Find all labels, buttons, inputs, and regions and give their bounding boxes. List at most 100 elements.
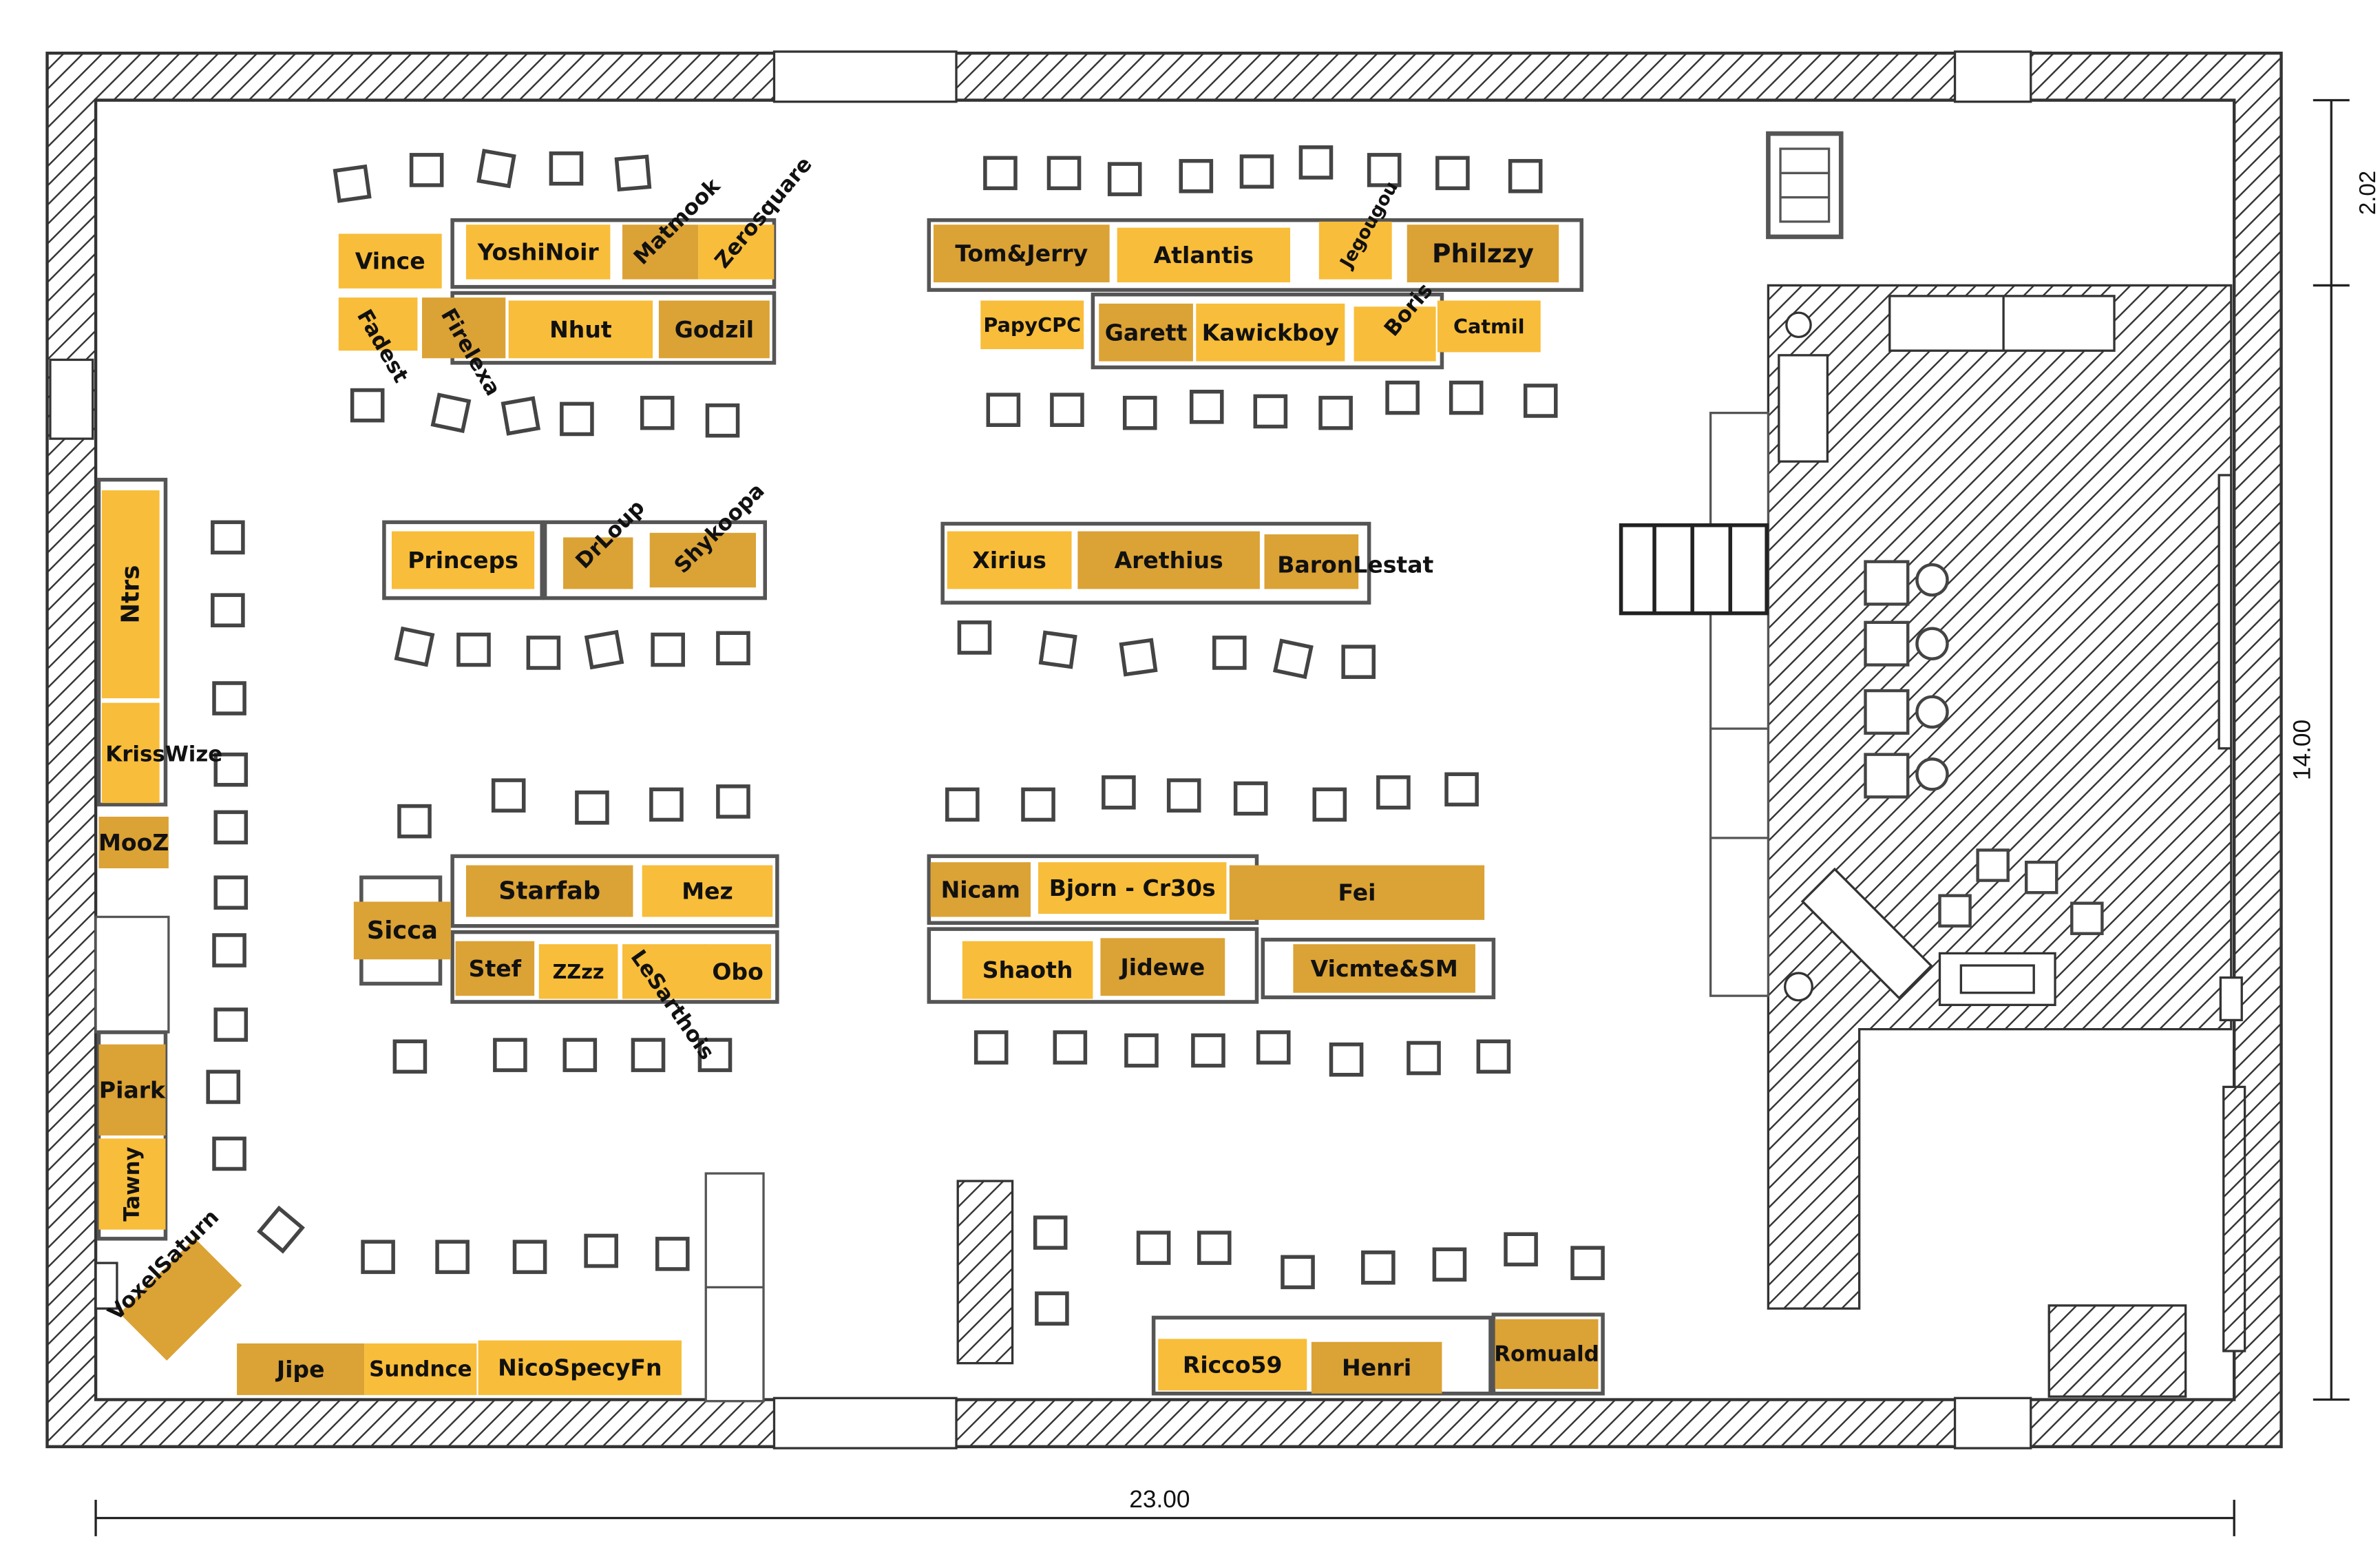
name-tag-box [642,865,773,917]
participant-name: Nhut [549,316,612,343]
chair [1444,772,1479,807]
participant-name: Starfab [498,877,600,906]
chair [649,787,684,822]
participant-name: Nicam [941,876,1020,903]
name-tag-fadest: Fadest [338,297,418,387]
name-tag-box [1354,306,1436,362]
name-tag-xirius: Xirius [947,531,1072,589]
chair [333,164,372,203]
name-tag-vicmte: Vicmte&SM [1293,944,1475,993]
chair [212,681,246,715]
name-tag-henri: Henri [1311,1341,1442,1394]
chair [575,790,609,825]
name-tag-box [101,490,160,699]
name-tag-zzzz: ZZzz [538,944,618,999]
participant-name: Jidewe [1119,954,1205,981]
participant-name: Bjorn - Cr30s [1049,875,1216,901]
name-tag-box [1407,224,1559,283]
chair [1312,787,1347,822]
name-tag-piark: Piark [98,1044,166,1136]
participant-name: Ntrs [116,565,145,624]
name-tag-zerosquare: Zerosquare [698,152,817,280]
chair [986,393,1021,428]
name-tag-box [465,865,633,917]
name-tag-box [478,1340,682,1395]
chair [973,1030,1009,1065]
chair [1385,380,1420,415]
participant-name: Xirius [972,547,1046,574]
name-tag-box [237,1343,365,1395]
name-tag-box [338,297,418,351]
name-tag-box [1038,862,1227,914]
door-left-lower [94,1262,118,1310]
chair [1504,1232,1538,1267]
chair [350,388,385,423]
participant-name: Princeps [408,547,518,574]
participant-name: ZZzz [553,960,604,983]
name-tag-philzzy: Philzzy [1407,224,1559,283]
chair [213,810,249,845]
door-top-right [1953,50,2032,103]
name-tag-ntrs: Ntrs [101,490,160,699]
chair [640,395,675,430]
chair [1361,1250,1396,1285]
name-tag-box [98,1138,166,1230]
chair [614,154,652,192]
participant-name: Romuald [1494,1341,1599,1366]
chair [501,396,541,436]
name-tag-box [1264,534,1359,589]
name-tag-box [465,224,611,280]
chair [1136,1231,1171,1265]
chair [1432,1247,1467,1282]
participant-name: Tawny [120,1147,145,1222]
chair [1329,1042,1364,1077]
name-tag-drloup: DrLoup [563,495,650,589]
chair [456,632,491,667]
chair [1189,390,1224,424]
name-tag-box [933,224,1110,283]
name-tag-nicam: Nicam [930,862,1031,917]
name-tag-box [1311,1341,1442,1394]
chair [655,1237,690,1271]
participant-name: Kawickboy [1202,319,1339,346]
chair [1318,395,1353,430]
name-tag-nicospecyfn: NicoSpecyFn [478,1340,682,1395]
chair [1033,1215,1068,1250]
participant-name: Piark [99,1076,166,1103]
name-tag-bjorn: Bjorn - Cr30s [1038,862,1227,914]
chair [1021,787,1055,822]
name-tag-box [338,233,442,289]
participant-name: Henri [1342,1354,1411,1381]
name-tag-box [391,531,535,589]
name-tag-box [962,941,1093,999]
chair [983,156,1018,191]
name-tag-box [658,300,770,359]
participant-name: Fei [1338,879,1376,906]
name-tag-tawny: Tawny [98,1138,166,1230]
chair [394,626,435,667]
participant-name: Vicmte&SM [1311,955,1458,982]
participant-name: Arethius [1115,547,1223,574]
chair [1476,1039,1511,1074]
name-tag-box [947,531,1072,589]
chair [435,1239,470,1275]
name-tag-sundnce: Sundnce [364,1343,477,1395]
name-tag-atlantis: Atlantis [1117,227,1290,283]
chair [584,629,624,670]
chair [1407,1040,1441,1076]
chair [211,593,245,628]
name-tag-box [455,941,535,996]
name-tag-box [704,944,772,999]
chair [1376,775,1411,810]
dimension-lines [94,98,2350,1536]
chair [1122,395,1157,430]
participant-name: PapyCPC [983,313,1081,337]
name-tag-mooz: MooZ [98,817,169,868]
chair [361,1239,395,1275]
chair [549,151,584,186]
chair [716,631,750,666]
misc-furniture [94,131,1844,1403]
chair [213,1007,249,1042]
door-left [49,358,94,440]
chair [397,804,432,839]
